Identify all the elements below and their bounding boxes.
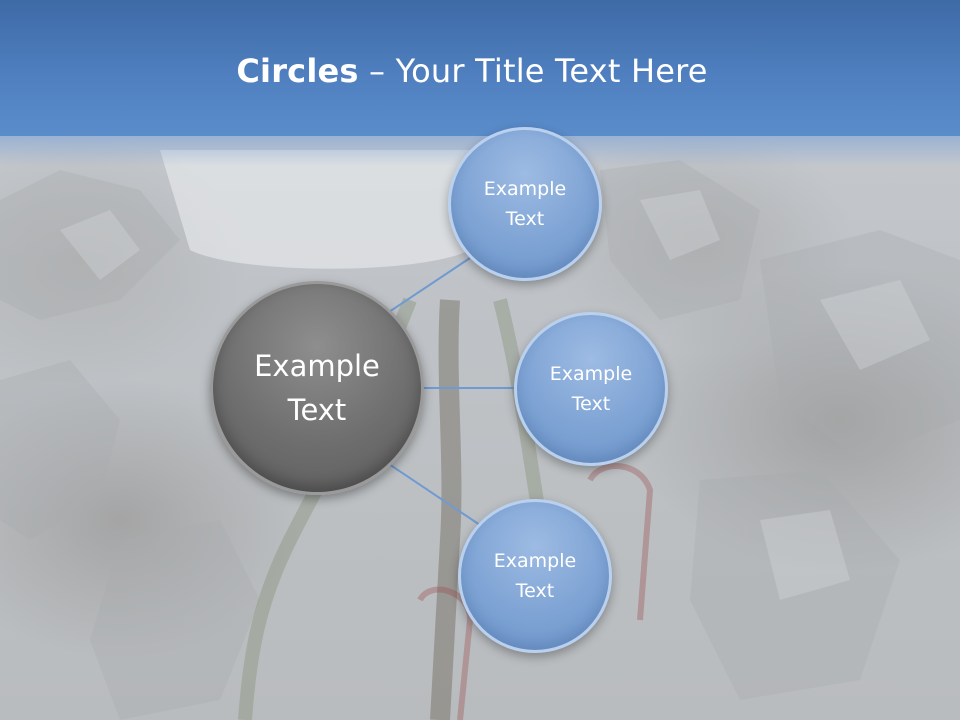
slide-title: Circles – Your Title Text Here xyxy=(0,52,944,90)
node-circle-3-line2: Text xyxy=(515,580,555,602)
node-circle-1[interactable]: Example Text xyxy=(448,127,602,281)
node-circle-2-text: Example Text xyxy=(550,359,632,419)
node-circle-3-line1: Example xyxy=(493,550,577,572)
slide-title-rest: – Your Title Text Here xyxy=(358,52,708,90)
node-circle-2-line2: Text xyxy=(571,393,611,415)
node-circle-1-line2: Text xyxy=(505,208,545,230)
node-circle-2[interactable]: Example Text xyxy=(514,312,668,466)
connector-to-node-3 xyxy=(379,457,481,526)
center-circle-line2: Text xyxy=(287,393,347,427)
node-circle-1-line1: Example xyxy=(483,178,567,200)
center-circle-line1: Example xyxy=(254,349,380,383)
node-circle-2-line1: Example xyxy=(549,363,633,385)
header-band xyxy=(0,0,960,136)
center-circle[interactable]: Example Text xyxy=(210,281,424,495)
node-circle-1-text: Example Text xyxy=(484,174,566,234)
node-circle-3-text: Example Text xyxy=(494,546,576,606)
connector-to-node-1 xyxy=(379,257,471,319)
node-circle-3[interactable]: Example Text xyxy=(458,499,612,653)
slide-title-bold: Circles xyxy=(236,52,359,90)
center-circle-text: Example Text xyxy=(254,344,380,432)
